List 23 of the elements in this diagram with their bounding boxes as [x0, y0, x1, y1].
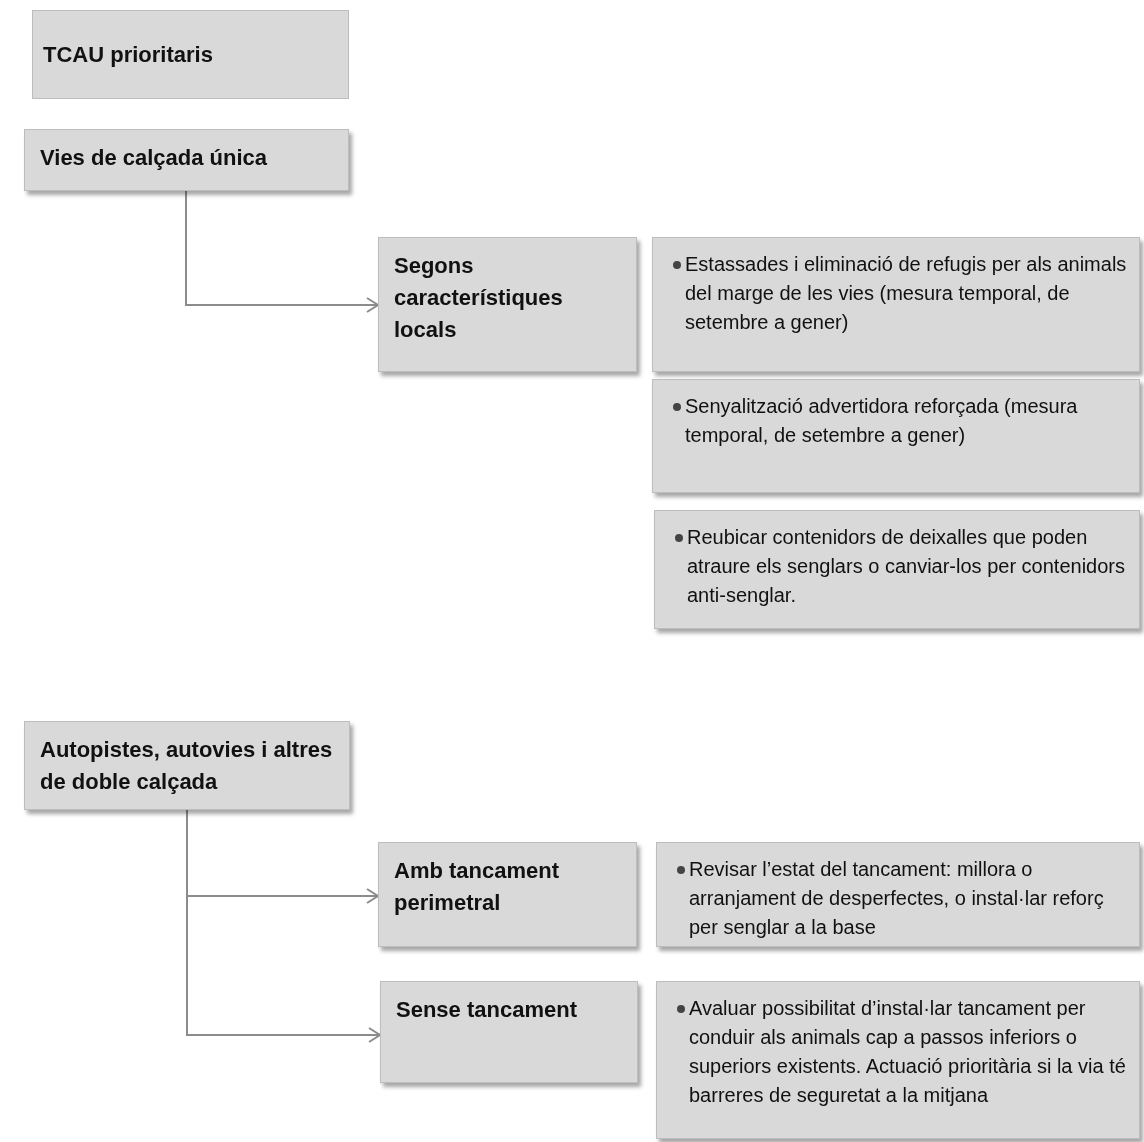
measure-text: Avaluar possibilitat d’instal·lar tancament per conduir als animals cap a passos inferiors o superiors existents. Actuació prioritària si la via té barreres de seguretat a la mitjana: [689, 996, 1127, 1108]
measure-box: [652, 379, 1140, 493]
measure-text: Estassades i eliminació de refugis per als animals del marge de les vies (mesura temporal, de setembre a gener): [685, 252, 1128, 335]
measure-text: Revisar l’estat del tancament: millora o arranjament de desperfectes, o instal·lar reforç per senglar a la base: [689, 857, 1105, 940]
category-box: [24, 721, 350, 810]
category-label: Amb tancament perimetral: [394, 857, 561, 917]
connector-arrow: [185, 190, 379, 313]
measure-text: Senyalització advertidora reforçada (mesura temporal, de setembre a gener): [685, 394, 1079, 448]
measure-box: [652, 237, 1140, 372]
category-box: [24, 129, 349, 191]
category-box: [378, 842, 637, 947]
category-label: Segons característiques locals: [394, 252, 564, 344]
category-box: [380, 981, 638, 1083]
measure-box: [654, 510, 1140, 629]
measure-box: [656, 842, 1140, 947]
measure-box: [656, 981, 1140, 1139]
category-box: [32, 10, 349, 99]
category-box: [378, 237, 637, 372]
category-label: Sense tancament: [396, 996, 578, 1024]
category-label: Vies de calçada única: [40, 144, 269, 172]
measure-text: Reubicar contenidors de deixalles que poden atraure els senglars o canviar-los per contenidors anti-senglar.: [687, 525, 1126, 608]
category-label: Autopistes, autovies i altres de doble calçada: [40, 736, 334, 796]
category-label: TCAU prioritaris: [43, 40, 214, 69]
